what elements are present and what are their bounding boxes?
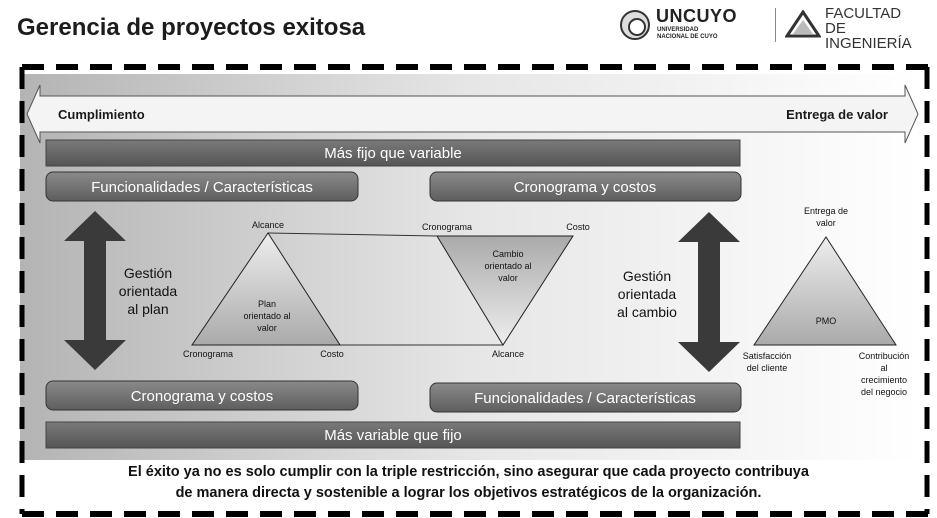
top-left-box xyxy=(45,171,359,202)
change-triangle-right: Costo xyxy=(566,222,590,232)
plan-center-2: orientado al xyxy=(243,311,290,321)
uncuyo-seal-icon xyxy=(620,10,650,40)
uncuyo-logo: UNCUYO UNIVERSIDAD NACIONAL DE CUYO xyxy=(620,6,770,44)
change-label-2: orientada xyxy=(618,286,677,302)
plan-triangle xyxy=(191,232,341,346)
bottom-bar-label: Más variable que fijo xyxy=(324,427,462,444)
facultad-logo: FACULTAD DE INGENIERÍA xyxy=(785,4,935,51)
pmo-center: PMO xyxy=(816,316,837,326)
bottom-right-box xyxy=(429,382,742,413)
plan-label-1: Gestión xyxy=(124,265,172,281)
pmo-top-1: Entrega de xyxy=(804,206,848,216)
bottom-left-box-label: Cronograma y costos xyxy=(131,388,274,405)
pmo-right-3: crecimiento xyxy=(861,375,907,385)
change-double-arrow xyxy=(678,212,740,372)
uncuyo-subtitle: UNIVERSIDAD NACIONAL DE CUYO xyxy=(657,27,718,41)
bottom-bar xyxy=(45,421,741,449)
spectrum-arrow xyxy=(26,84,919,144)
uncuyo-name: UNCUYO xyxy=(656,6,738,26)
plan-center-1: Plan xyxy=(258,299,276,309)
facultad-name: FACULTAD DE INGENIERÍA xyxy=(825,6,935,51)
change-center-3: valor xyxy=(498,273,518,283)
top-bar-label: Más fijo que variable xyxy=(324,145,462,162)
plan-center-3: valor xyxy=(257,323,277,333)
facultad-line-1: FACULTAD xyxy=(825,5,902,22)
pmo-left-1: Satisfacción xyxy=(743,351,792,361)
change-center-1: Cambio xyxy=(492,249,523,259)
change-center-2: orientado al xyxy=(484,261,531,271)
plan-double-arrow xyxy=(64,211,126,370)
change-label-1: Gestión xyxy=(623,268,671,284)
pmo-right-2: al xyxy=(880,363,887,373)
plan-label-3: al plan xyxy=(127,301,168,317)
uncuyo-sub-line-2: NACIONAL DE CUYO xyxy=(657,34,718,40)
plan-triangle-top: Alcance xyxy=(252,220,284,230)
change-label-3: al cambio xyxy=(617,304,677,320)
top-right-box xyxy=(429,171,742,202)
plan-label-2: orientada xyxy=(119,283,178,299)
logo-divider xyxy=(775,8,776,42)
plan-triangle-right: Costo xyxy=(320,349,344,359)
change-triangle-left: Cronograma xyxy=(422,222,472,232)
plan-triangle-left: Cronograma xyxy=(183,349,233,359)
pmo-triangle xyxy=(753,236,897,346)
footer-statement: El éxito ya no es solo cumplir con la tr… xyxy=(0,462,937,504)
arrow-right-label: Entrega de valor xyxy=(786,107,888,122)
facultad-line-2: DE INGENIERÍA xyxy=(825,20,912,52)
top-bar xyxy=(45,139,741,167)
pmo-right-1: Contribución xyxy=(859,351,910,361)
dashed-frame xyxy=(19,64,930,517)
change-triangle xyxy=(436,235,574,346)
page-title: Gerencia de proyectos exitosa xyxy=(17,14,366,41)
top-left-box-label: Funcionalidades / Características xyxy=(91,179,313,196)
connector-top xyxy=(267,232,438,237)
footer-line-1: El éxito ya no es solo cumplir con la tr… xyxy=(128,464,809,480)
footer-line-2: de manera directa y sostenible a lograr … xyxy=(175,485,762,501)
engineering-triangle-icon xyxy=(785,10,821,38)
bottom-right-box-label: Funcionalidades / Características xyxy=(474,390,696,407)
pmo-right-4: del negocio xyxy=(861,387,907,397)
bottom-left-box xyxy=(45,380,359,411)
top-right-box-label: Cronograma y costos xyxy=(514,179,657,196)
change-triangle-bottom: Alcance xyxy=(492,349,524,359)
uncuyo-sub-line-1: UNIVERSIDAD xyxy=(657,27,699,33)
pmo-top-2: valor xyxy=(816,218,836,228)
pmo-left-2: del cliente xyxy=(747,363,788,373)
arrow-left-label: Cumplimiento xyxy=(58,107,145,122)
